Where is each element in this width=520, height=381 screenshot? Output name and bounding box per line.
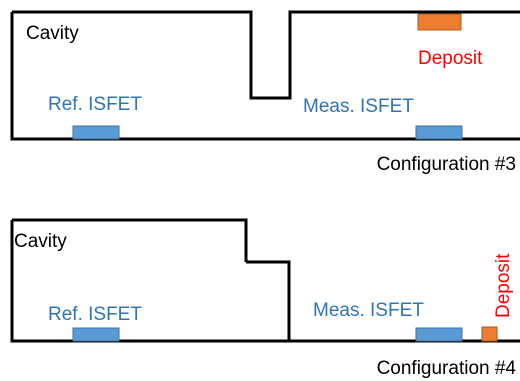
ref-isfet-label: Ref. ISFET (48, 94, 142, 115)
diagram-configuration-3: Cavity Deposit Ref. ISFET Meas. ISFET Co… (10, 10, 520, 175)
deposit (481, 326, 498, 342)
cavity-outline (10, 10, 520, 141)
meas-isfet-label: Meas. ISFET (313, 300, 424, 321)
meas-isfet (415, 125, 463, 140)
deposit-label: Deposit (418, 48, 483, 69)
cavity-label: Cavity (26, 23, 79, 44)
configuration-label: Configuration #4 (377, 358, 517, 379)
cavity-label: Cavity (14, 231, 67, 252)
diagram-configuration-4: Cavity Ref. ISFET Meas. ISFET Deposit Co… (10, 218, 520, 379)
deposit-label: Deposit (493, 253, 514, 318)
meas-isfet (415, 327, 463, 342)
ref-isfet (72, 327, 120, 342)
ref-isfet-label: Ref. ISFET (48, 304, 142, 325)
meas-isfet-label: Meas. ISFET (303, 96, 414, 117)
configuration-label: Configuration #3 (377, 154, 516, 175)
deposit (417, 13, 462, 31)
ref-isfet (72, 125, 120, 140)
